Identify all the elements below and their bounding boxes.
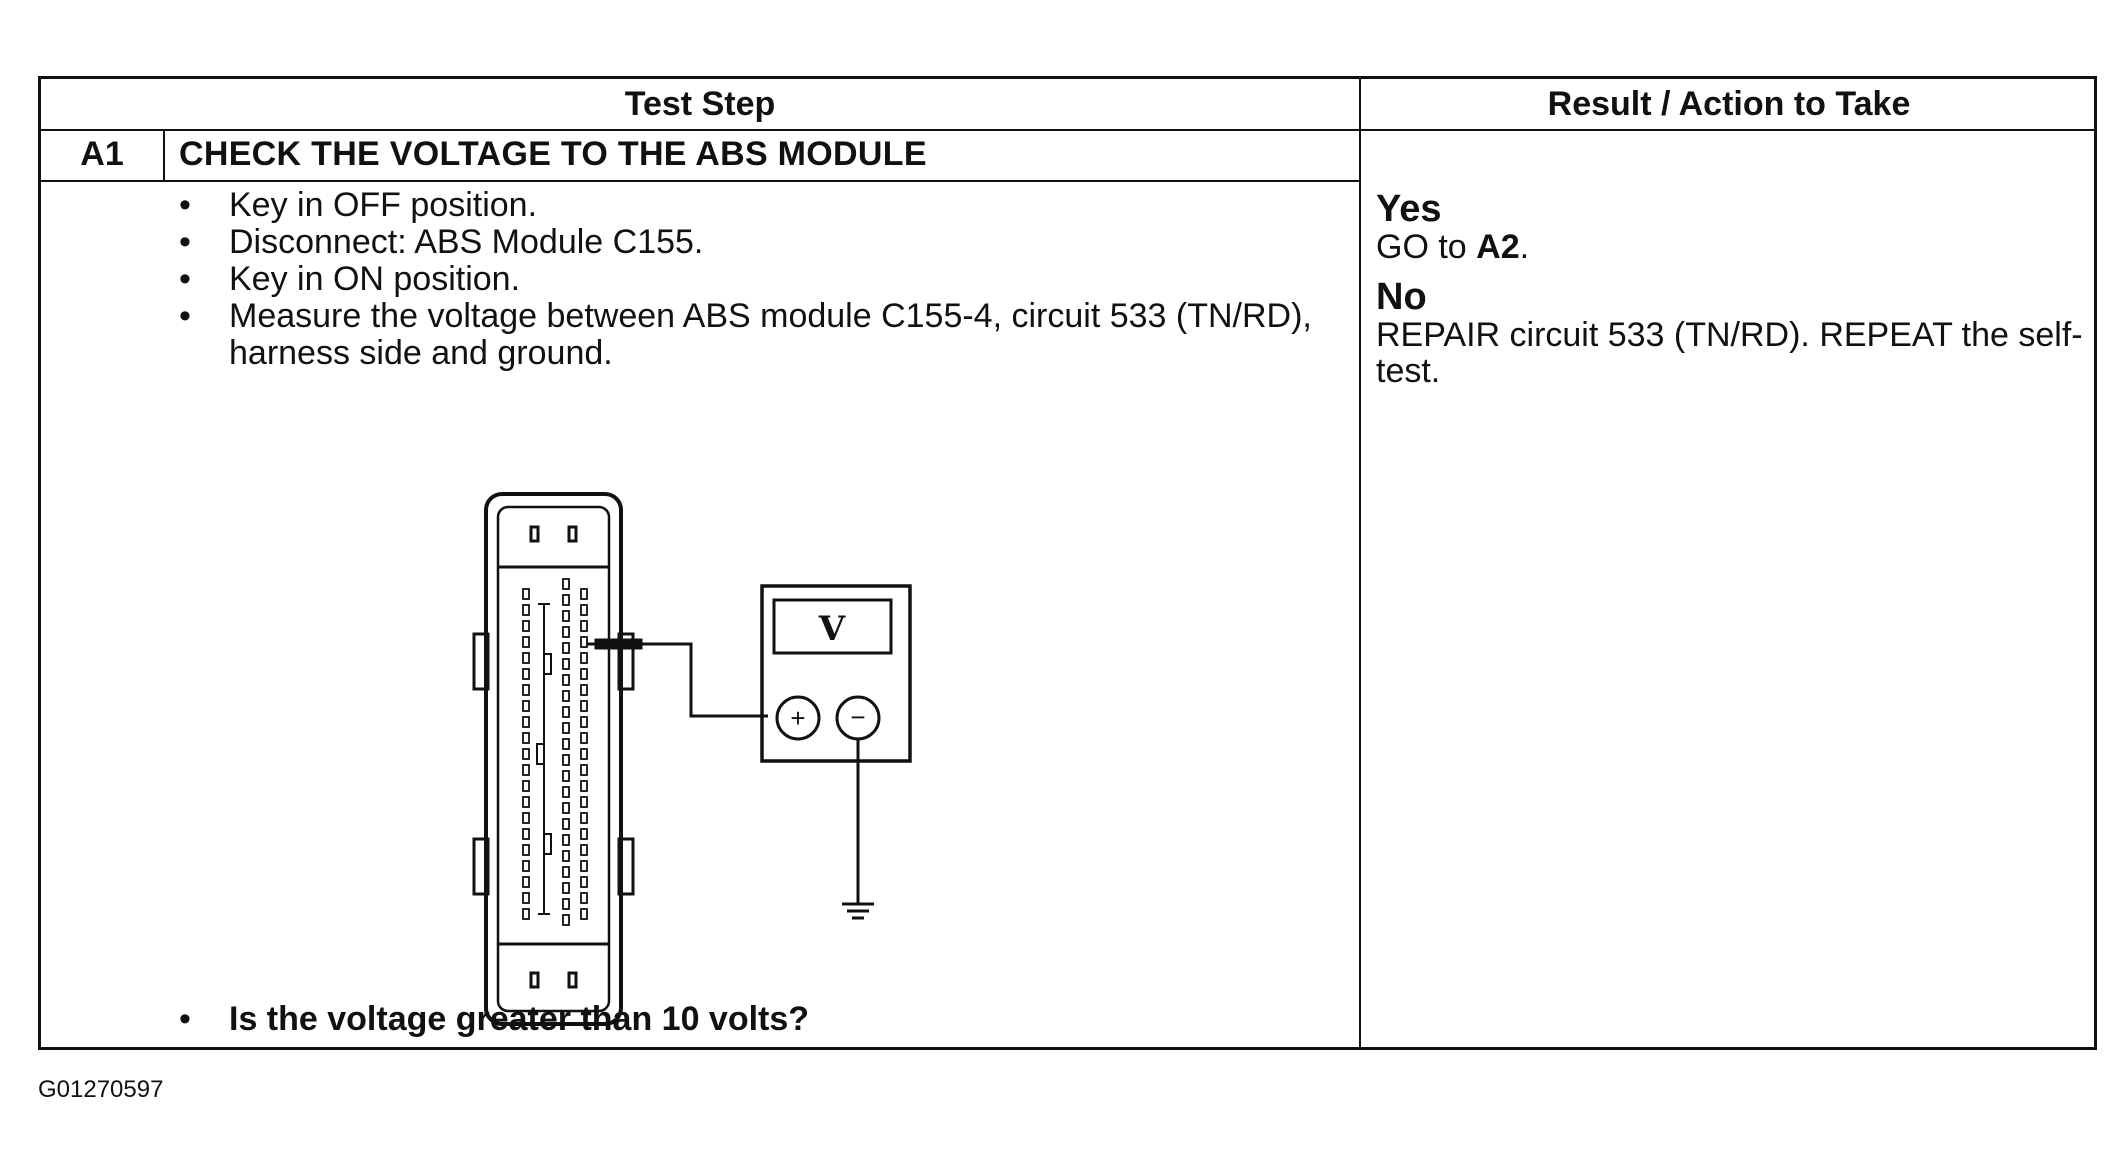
instruction-item: •Disconnect: ABS Module C155. [179, 223, 704, 261]
step-id: A1 [80, 135, 124, 173]
result-yes-label: Yes [1376, 188, 1442, 230]
connector-c155-icon [472, 492, 635, 1026]
instruction-item: •Key in OFF position. [179, 186, 538, 224]
result-no-label: No [1376, 276, 1427, 318]
bullet-icon: • [179, 186, 191, 224]
result-no-block: No REPAIR circuit 533 (TN/RD). REPEAT th… [1376, 277, 2088, 389]
voltmeter-icon [760, 584, 912, 763]
ground-icon [842, 739, 874, 920]
figure-id: G01270597 [38, 1076, 164, 1103]
result-action-panel: Yes GO to A2. No REPAIR circuit 533 (TN/… [1376, 189, 2088, 401]
bullet-icon: • [179, 1000, 191, 1038]
voltage-test-diagram: V + − [472, 492, 912, 1026]
meter-symbol: V [818, 609, 846, 649]
bullet-icon: • [179, 260, 191, 298]
step-id-divider [163, 129, 165, 180]
result-action-header: Result / Action to Take [1547, 85, 1911, 123]
instruction-item: •Key in ON position. [179, 260, 521, 298]
bullet-icon: • [179, 223, 191, 261]
instruction-item: •Measure the voltage between ABS module … [179, 297, 1312, 372]
plus-terminal-label: + [790, 703, 805, 733]
step-title-divider [41, 180, 1359, 182]
step-title: CHECK THE VOLTAGE TO THE ABS MODULE [179, 135, 927, 173]
header-divider [41, 129, 2094, 131]
goto-step-ref: A2 [1476, 228, 1520, 266]
minus-terminal-label: − [850, 702, 865, 732]
column-divider [1359, 79, 1361, 1047]
result-no-action: REPAIR circuit 533 (TN/RD). REPEAT the s… [1376, 316, 2083, 390]
test-step-table: Test Step Result / Action to Take A1 CHE… [38, 76, 2097, 1050]
step-instructions: •Key in OFF position. •Disconnect: ABS M… [171, 187, 1351, 372]
result-yes-block: Yes GO to A2. [1376, 189, 2088, 265]
test-step-header: Test Step [624, 85, 776, 123]
bullet-icon: • [179, 297, 191, 335]
result-yes-action: GO to A2. [1376, 228, 1530, 266]
test-lead-icon [587, 638, 768, 718]
test-question: • Is the voltage greater than 10 volts? [179, 1000, 810, 1038]
